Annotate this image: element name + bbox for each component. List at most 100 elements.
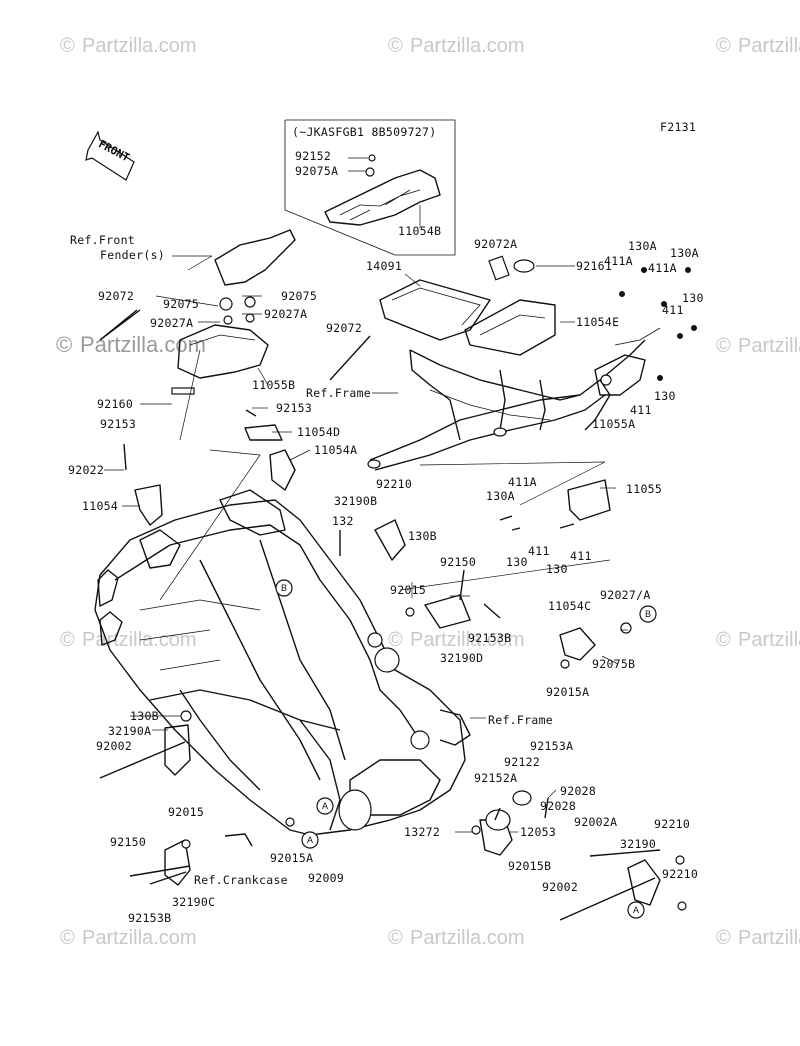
watermark: Partzilla.com bbox=[738, 629, 800, 651]
part-label: 130 bbox=[546, 562, 568, 576]
watermark: Partzilla.com bbox=[410, 629, 524, 651]
callout-letters: B B A A A bbox=[275, 579, 657, 919]
watermark-symbol: © bbox=[716, 335, 731, 357]
part-label: 92022 bbox=[68, 463, 104, 477]
part-label: 92152 bbox=[295, 149, 331, 163]
part-label: 11054E bbox=[576, 315, 619, 329]
watermark-symbol: © bbox=[56, 332, 72, 357]
watermark: Partzilla.com bbox=[738, 335, 800, 357]
watermark-symbol: © bbox=[716, 35, 731, 57]
watermark-symbol: © bbox=[388, 927, 403, 949]
part-label: 92072 bbox=[98, 289, 134, 303]
part-label: 92153B bbox=[468, 631, 511, 645]
part-label: 92028 bbox=[560, 784, 596, 798]
part-label: 32190 bbox=[620, 837, 656, 851]
part-label: 130A bbox=[670, 246, 699, 260]
callout-b: B bbox=[645, 609, 651, 619]
part-label: 11054D bbox=[297, 425, 340, 439]
part-label: 92015B bbox=[508, 859, 551, 873]
part-label: 130A bbox=[628, 239, 657, 253]
part-label: 92015A bbox=[546, 685, 589, 699]
part-label: 92002 bbox=[96, 739, 132, 753]
part-label: 92075 bbox=[163, 297, 199, 311]
part-label: 92075 bbox=[281, 289, 317, 303]
watermark: Partzilla.com bbox=[80, 332, 206, 357]
part-label: 411 bbox=[662, 303, 684, 317]
part-label: 411 bbox=[630, 403, 652, 417]
watermark: Partzilla.com bbox=[82, 35, 196, 57]
part-label: 11055 bbox=[626, 482, 662, 496]
callout-b: B bbox=[281, 583, 287, 593]
ref-label: Ref.Frame bbox=[306, 386, 371, 400]
serial-box-label: (~JKASFGB1 8B509727) bbox=[292, 125, 436, 139]
diagram-code: F2131 bbox=[660, 120, 696, 134]
part-label: 92072A bbox=[474, 237, 517, 251]
leader-lines bbox=[104, 255, 628, 833]
watermark-symbol: © bbox=[388, 35, 403, 57]
part-label: 92150 bbox=[440, 555, 476, 569]
main-frame bbox=[94, 489, 471, 836]
serial-inset-box: (~JKASFGB1 8B509727) bbox=[284, 119, 456, 256]
battery-tray bbox=[379, 273, 491, 341]
part-label: 92122 bbox=[504, 755, 540, 769]
ref-label: Ref.Frame bbox=[488, 713, 553, 727]
part-label: 130B bbox=[130, 709, 159, 723]
part-label: 92210 bbox=[654, 817, 690, 831]
watermark-symbol: © bbox=[716, 927, 731, 949]
part-label: 411A bbox=[508, 475, 537, 489]
part-label: 92152A bbox=[474, 771, 517, 785]
part-label: 132 bbox=[332, 514, 354, 528]
part-label: 92160 bbox=[97, 397, 133, 411]
part-label: 92027/A bbox=[600, 588, 651, 602]
part-label: 92153B bbox=[128, 911, 171, 925]
ref-label: Ref.Front bbox=[70, 233, 135, 247]
part-label: 92027A bbox=[264, 307, 307, 321]
ref-label: Fender(s) bbox=[100, 248, 165, 262]
watermark: Partzilla.com bbox=[410, 35, 524, 57]
watermarks: © Partzilla.com © Partzilla.com © Partzi… bbox=[56, 35, 800, 949]
part-label: 14091 bbox=[366, 259, 402, 273]
part-label: 92150 bbox=[110, 835, 146, 849]
part-label: 32190C bbox=[172, 895, 215, 909]
part-label: 32190A bbox=[108, 724, 151, 738]
part-label: 11054 bbox=[82, 499, 118, 513]
part-label: 130A bbox=[486, 489, 515, 503]
callout-a: A bbox=[307, 835, 313, 845]
part-label: 12053 bbox=[520, 825, 556, 839]
part-label: 92002 bbox=[542, 880, 578, 894]
part-label: 92075B bbox=[592, 657, 635, 671]
watermark: Partzilla.com bbox=[82, 927, 196, 949]
bolts bbox=[99, 309, 661, 921]
part-label: 92153 bbox=[276, 401, 312, 415]
watermark-symbol: © bbox=[716, 629, 731, 651]
front-arrow-icon: FRONT bbox=[85, 130, 135, 181]
part-label: 13272 bbox=[404, 825, 440, 839]
watermark: Partzilla.com bbox=[738, 927, 800, 949]
watermark: Partzilla.com bbox=[82, 629, 196, 651]
part-label: 92002A bbox=[574, 815, 617, 829]
watermark-symbol: © bbox=[60, 629, 75, 651]
part-label: 92072 bbox=[326, 321, 362, 335]
part-label: 92210 bbox=[376, 477, 412, 491]
watermark: Partzilla.com bbox=[738, 35, 800, 57]
part-label: 92075A bbox=[295, 164, 338, 178]
part-label: 92015A bbox=[270, 851, 313, 865]
small-brackets bbox=[134, 424, 687, 911]
watermark-symbol: © bbox=[60, 35, 75, 57]
part-label: 411A bbox=[648, 261, 677, 275]
bracket-11055a bbox=[594, 267, 697, 396]
part-label: 92210 bbox=[662, 867, 698, 881]
part-label: 92028 bbox=[540, 799, 576, 813]
watermark-symbol: © bbox=[388, 629, 403, 651]
part-label: 411A bbox=[604, 254, 633, 268]
part-label: 92009 bbox=[308, 871, 344, 885]
part-labels: 92152 92075A 11054B Ref.Front Fender(s) … bbox=[68, 149, 704, 925]
callout-a: A bbox=[633, 905, 639, 915]
part-label: 130B bbox=[408, 529, 437, 543]
part-label: 11054A bbox=[314, 443, 357, 457]
part-label: 130 bbox=[654, 389, 676, 403]
ref-label: Ref.Crankcase bbox=[194, 873, 288, 887]
part-label: 130 bbox=[682, 291, 704, 305]
part-label: 92153 bbox=[100, 417, 136, 431]
part-label: 92015 bbox=[168, 805, 204, 819]
